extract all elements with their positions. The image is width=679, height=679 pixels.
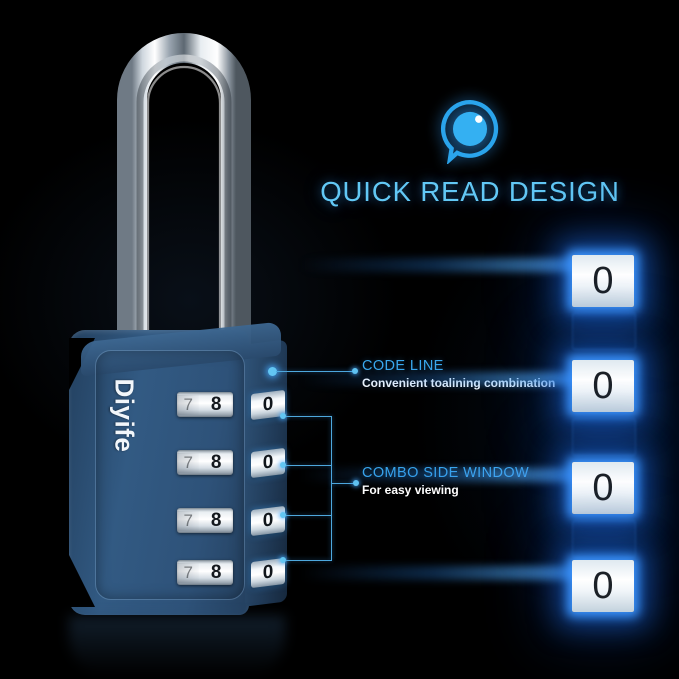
callout-combo-side-window: COMBO SIDE WINDOW For easy viewing bbox=[362, 465, 529, 497]
dial-current-digit: 8 bbox=[210, 451, 222, 473]
dial-window-4[interactable]: 7 8 bbox=[177, 560, 233, 585]
magnified-window-3: 0 bbox=[572, 462, 634, 514]
dial-window-2[interactable]: 7 8 bbox=[177, 450, 233, 475]
callout-dot-code-line bbox=[268, 367, 277, 376]
callout-branch-1 bbox=[286, 416, 331, 417]
callout-dot-side-window-4 bbox=[280, 557, 286, 563]
page-title: QUICK READ DESIGN bbox=[320, 176, 620, 207]
dial-current-digit: 8 bbox=[210, 561, 222, 583]
dial-window-3[interactable]: 7 8 bbox=[177, 508, 233, 533]
callout-branch-4 bbox=[286, 560, 331, 561]
floor-reflection bbox=[69, 616, 285, 676]
magnified-window-2: 0 bbox=[572, 360, 634, 412]
lock-body: Diyife 7 8 7 8 7 8 7 8 0 0 0 0 bbox=[69, 321, 287, 615]
callout-title: CODE LINE bbox=[362, 358, 444, 374]
callout-line-code-line bbox=[276, 371, 354, 372]
dial-window-1[interactable]: 7 8 bbox=[177, 392, 233, 417]
dial-previous-digit: 7 bbox=[177, 394, 200, 415]
brand-label: Diyife bbox=[109, 378, 140, 453]
callout-subtitle: Convenient toalining combination bbox=[362, 376, 556, 390]
callout-endpoint-code-line bbox=[352, 368, 358, 374]
glow-streak-4 bbox=[300, 566, 590, 580]
callout-code-line: CODE LINE Convenient toalining combinati… bbox=[362, 358, 555, 390]
callout-branch-3 bbox=[286, 515, 331, 516]
glow-ghost-3 bbox=[572, 520, 636, 558]
callout-dot-side-window-3 bbox=[280, 512, 286, 518]
side-window-3[interactable]: 0 bbox=[251, 505, 285, 537]
quick-read-eye-icon bbox=[440, 99, 499, 164]
shackle-icon bbox=[117, 33, 251, 364]
glow-streak-1 bbox=[300, 258, 590, 272]
glow-ghost-1 bbox=[572, 312, 636, 350]
dial-current-digit: 8 bbox=[210, 393, 222, 415]
callout-branch-2 bbox=[286, 465, 331, 466]
callout-dot-side-window-1 bbox=[280, 413, 286, 419]
callout-bracket-spine bbox=[331, 416, 332, 561]
headline-block: QUICK READ DESIGN bbox=[300, 98, 640, 208]
glow-ghost-2 bbox=[572, 418, 636, 456]
magnified-window-4: 0 bbox=[572, 560, 634, 612]
callout-title: COMBO SIDE WINDOW bbox=[362, 465, 530, 481]
dial-previous-digit: 7 bbox=[177, 510, 200, 531]
dial-previous-digit: 7 bbox=[177, 562, 200, 583]
dial-current-digit: 8 bbox=[210, 509, 222, 531]
callout-endpoint-side-window bbox=[353, 480, 359, 486]
side-window-4[interactable]: 0 bbox=[251, 557, 285, 589]
callout-line-side-window bbox=[331, 483, 355, 484]
callout-dot-side-window-2 bbox=[280, 462, 286, 468]
padlock-product: Diyife 7 8 7 8 7 8 7 8 0 0 0 0 bbox=[60, 0, 310, 625]
callout-subtitle: For easy viewing bbox=[362, 483, 459, 497]
dial-previous-digit: 7 bbox=[177, 452, 200, 473]
magnified-window-1: 0 bbox=[572, 255, 634, 307]
lock-inner-plate bbox=[95, 350, 245, 600]
